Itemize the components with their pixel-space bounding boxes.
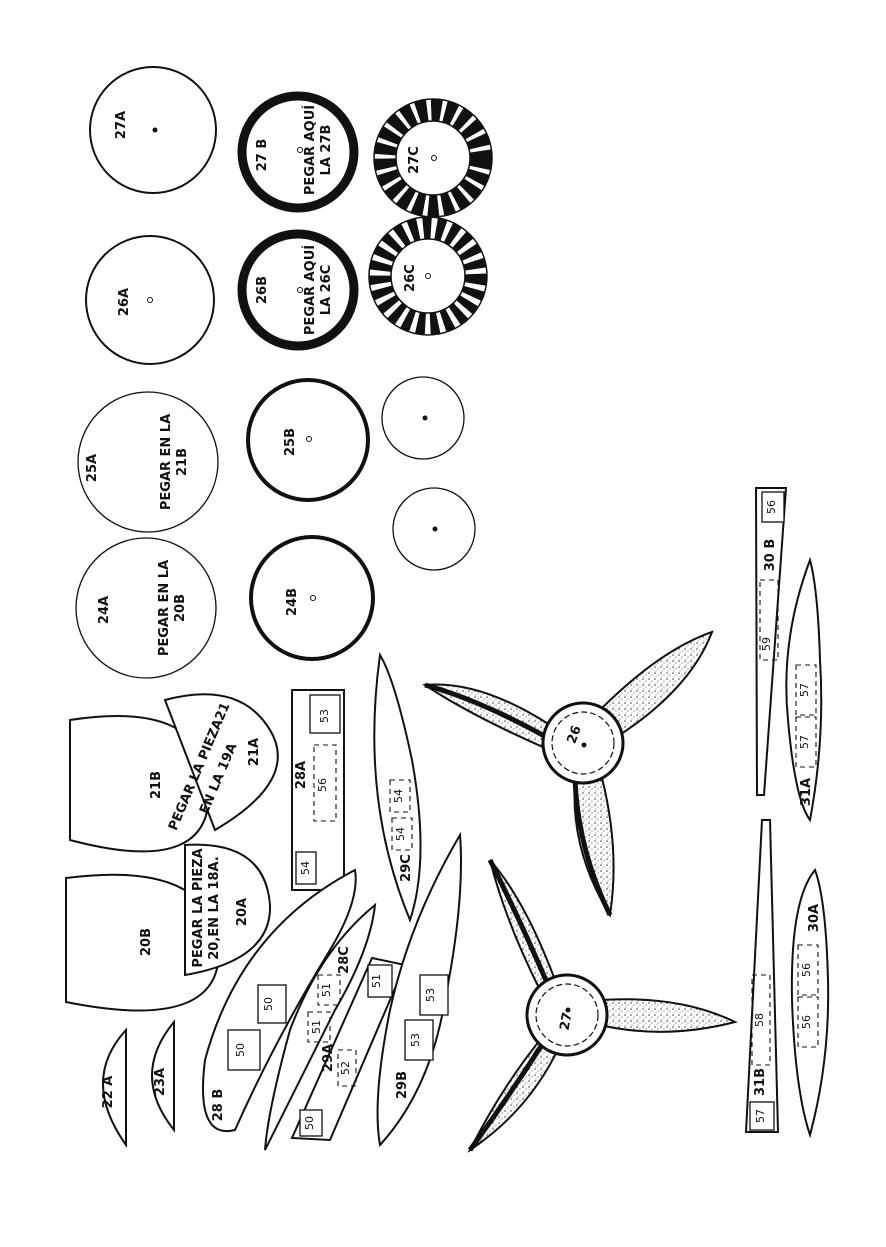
note-20A-line2: 20,EN LA 18A. bbox=[207, 856, 222, 960]
mark-58: 58 bbox=[753, 1013, 766, 1027]
label-25B: 25B bbox=[283, 428, 298, 456]
note-24A-line1: PEGAR EN LA bbox=[157, 560, 172, 656]
mark-50-b: 50 bbox=[234, 1043, 247, 1057]
label-30B: 30 B bbox=[763, 539, 778, 572]
part-24B: 24B bbox=[249, 535, 375, 661]
label-25A: 25A bbox=[85, 454, 100, 482]
label-27B: 27 B bbox=[255, 139, 270, 172]
label-29A: 29A bbox=[321, 1044, 336, 1072]
propeller-27: 27 bbox=[467, 858, 738, 1153]
label-24A: 24A bbox=[97, 596, 112, 624]
label-29C: 29C bbox=[399, 854, 414, 882]
label-26A: 26A bbox=[117, 288, 132, 316]
mark-50-a: 50 bbox=[262, 997, 275, 1011]
mark-53-c: 53 bbox=[409, 1033, 422, 1047]
label-21B: 21B bbox=[149, 771, 164, 799]
label-28C: 28C bbox=[337, 946, 352, 974]
label-22A: 22 A bbox=[101, 1076, 116, 1109]
note-27B-line2: LA 27B bbox=[319, 125, 334, 176]
label-24B: 24B bbox=[285, 588, 300, 616]
part-23A: 23A bbox=[151, 1019, 175, 1133]
mark-56-c: 56 bbox=[800, 963, 813, 977]
mark-50-c: 50 bbox=[303, 1116, 316, 1130]
mark-54-a: 54 bbox=[299, 861, 312, 875]
part-20A: PEGAR LA PIEZA 20,EN LA 18A. 20A bbox=[184, 843, 272, 977]
note-27B-line1: PEGAR AQUÍ bbox=[302, 105, 318, 195]
part-25A: 25A PEGAR EN LA 21B bbox=[77, 391, 219, 533]
mark-54-b: 54 bbox=[392, 789, 405, 803]
label-21A: 21A bbox=[247, 738, 262, 766]
label-30A: 30A bbox=[807, 904, 822, 932]
small-disc-1 bbox=[381, 376, 465, 460]
note-26B-line2: LA 26C bbox=[319, 265, 334, 316]
part-26C: 26C bbox=[368, 216, 488, 336]
part-30A: 30A 56 56 bbox=[790, 868, 830, 1139]
label-29B: 29B bbox=[395, 1071, 410, 1099]
part-29A: 51 29A 52 50 bbox=[290, 956, 407, 1142]
part-26B: 26B PEGAR AQUÍ LA 26C bbox=[237, 229, 359, 351]
part-26A: 26A bbox=[85, 235, 215, 365]
mark-53-a: 53 bbox=[318, 709, 331, 723]
part-24A: 24A PEGAR EN LA 20B bbox=[75, 537, 217, 679]
part-31B: 58 31B 57 bbox=[744, 819, 780, 1133]
part-27A: 27A bbox=[89, 66, 217, 194]
label-27C: 27C bbox=[407, 146, 422, 174]
part-28C: 28C 51 51 bbox=[264, 902, 377, 1151]
part-27C: 27C bbox=[373, 98, 493, 218]
label-26C: 26C bbox=[403, 264, 418, 292]
small-disc-2 bbox=[392, 487, 476, 571]
mark-56-b: 56 bbox=[765, 500, 778, 514]
mark-59: 59 bbox=[760, 637, 773, 651]
part-28B: 50 50 28 B bbox=[202, 868, 357, 1133]
part-28A: 53 28A 56 54 bbox=[291, 689, 345, 891]
hub-label-26: 26 bbox=[565, 724, 585, 746]
label-23A: 23A bbox=[153, 1068, 168, 1096]
mark-52: 52 bbox=[339, 1061, 352, 1075]
note-24A-line2: 20B bbox=[173, 594, 188, 622]
mark-51-b: 51 bbox=[310, 1020, 323, 1034]
label-28B: 28 B bbox=[211, 1089, 226, 1122]
label-31B: 31B bbox=[753, 1068, 768, 1096]
part-29C: 54 54 29C bbox=[373, 652, 422, 923]
part-27B: 27 B PEGAR AQUÍ LA 27B bbox=[237, 91, 359, 213]
mark-57-c: 57 bbox=[754, 1109, 767, 1123]
mark-51-c: 51 bbox=[370, 974, 383, 988]
note-20A-line1: PEGAR LA PIEZA bbox=[191, 848, 206, 967]
part-25B: 25B bbox=[246, 378, 370, 502]
label-26B: 26B bbox=[255, 276, 270, 304]
mark-54-c: 54 bbox=[394, 827, 407, 841]
note-26B-line1: PEGAR AQUÍ bbox=[302, 245, 318, 335]
label-28A: 28A bbox=[294, 761, 309, 789]
label-27A: 27A bbox=[114, 111, 129, 139]
mark-53-b: 53 bbox=[424, 988, 437, 1002]
part-31A: 57 57 31A bbox=[785, 556, 823, 823]
mark-56-d: 56 bbox=[800, 1015, 813, 1029]
hub-label-27: 27 bbox=[558, 1011, 576, 1031]
note-25A-line1: PEGAR EN LA bbox=[159, 414, 174, 510]
part-30B: 56 30 B 59 bbox=[754, 487, 788, 796]
label-20B: 20B bbox=[139, 928, 154, 956]
mark-56-a: 56 bbox=[316, 778, 329, 792]
part-22A: 22 A bbox=[101, 1027, 127, 1149]
propeller-26: 26 bbox=[422, 630, 714, 918]
label-31A: 31A bbox=[799, 778, 814, 806]
part-29B: 53 53 29B bbox=[376, 831, 462, 1148]
mark-51-a: 51 bbox=[320, 983, 333, 997]
mark-57-a: 57 bbox=[798, 683, 811, 697]
note-25A-line2: 21B bbox=[175, 448, 190, 476]
mark-57-b: 57 bbox=[798, 735, 811, 749]
label-20A: 20A bbox=[235, 898, 250, 926]
